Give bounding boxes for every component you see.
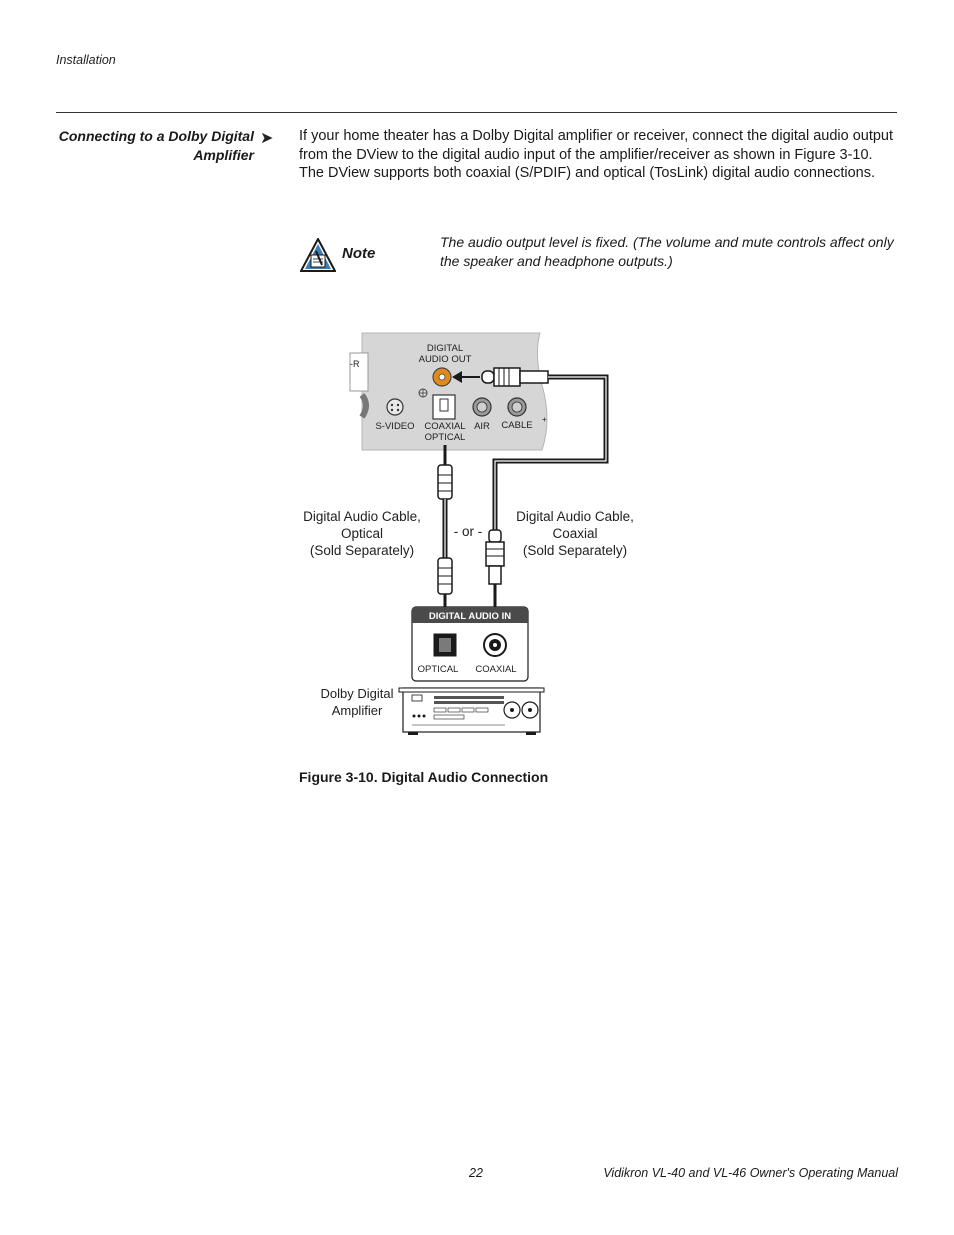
digital-audio-in-label: DIGITAL AUDIO IN [429, 611, 511, 622]
manual-title: Vidikron VL-40 and VL-46 Owner's Operati… [603, 1166, 898, 1180]
panel-audio-out-label: AUDIO OUT [419, 354, 472, 365]
amplifier-label-line1: Dolby Digital [321, 686, 394, 701]
partial-connector-label: -R [350, 359, 360, 369]
note-label: Note [342, 245, 376, 262]
optical-cable-label-line1: Digital Audio Cable, [303, 509, 421, 524]
svideo-label: S-VIDEO [375, 421, 414, 432]
panel-optical-label: OPTICAL [425, 432, 466, 443]
header-rule [56, 112, 897, 113]
optical-cable-label-line2: Optical [341, 526, 383, 541]
digital-audio-connection-diagram: -R DIGITAL AUDIO OUT S-VIDEO COAXIAL OPT… [303, 332, 634, 735]
section-heading: Connecting to a Dolby Digital Amplifier [40, 127, 254, 165]
amplifier-label-line2: Amplifier [332, 703, 383, 718]
note-text: The audio output level is fixed. (The vo… [440, 234, 894, 269]
body-paragraph: If your home theater has a Dolby Digital… [299, 128, 894, 181]
optical-cable-label-line3: (Sold Separately) [310, 543, 414, 558]
amplifier-icon [398, 687, 545, 735]
amp-optical-label: OPTICAL [418, 664, 459, 675]
svideo-jack-icon [386, 398, 404, 416]
running-header: Installation [56, 53, 116, 67]
plus-label: + [542, 415, 547, 424]
panel-coaxial-label: COAXIAL [424, 421, 465, 432]
coaxial-cable-label-line1: Digital Audio Cable, [516, 509, 634, 524]
section-heading-line2: Amplifier [193, 147, 254, 163]
amp-coaxial-label: COAXIAL [475, 664, 516, 675]
page-number: 22 [469, 1166, 483, 1180]
figure-caption: Figure 3-10. Digital Audio Connection [299, 769, 549, 785]
air-label: AIR [474, 421, 490, 432]
note-pen-icon [300, 238, 336, 272]
section-heading-line1: Connecting to a Dolby Digital [58, 128, 254, 144]
coaxial-cable-label-line2: Coaxial [552, 526, 597, 541]
coaxial-cable-label-line3: (Sold Separately) [523, 543, 627, 558]
cable-label: CABLE [501, 420, 532, 431]
or-label: - or - [454, 524, 483, 539]
panel-digital-label: DIGITAL [427, 343, 463, 354]
arrow-icon: ➤ [260, 130, 274, 147]
